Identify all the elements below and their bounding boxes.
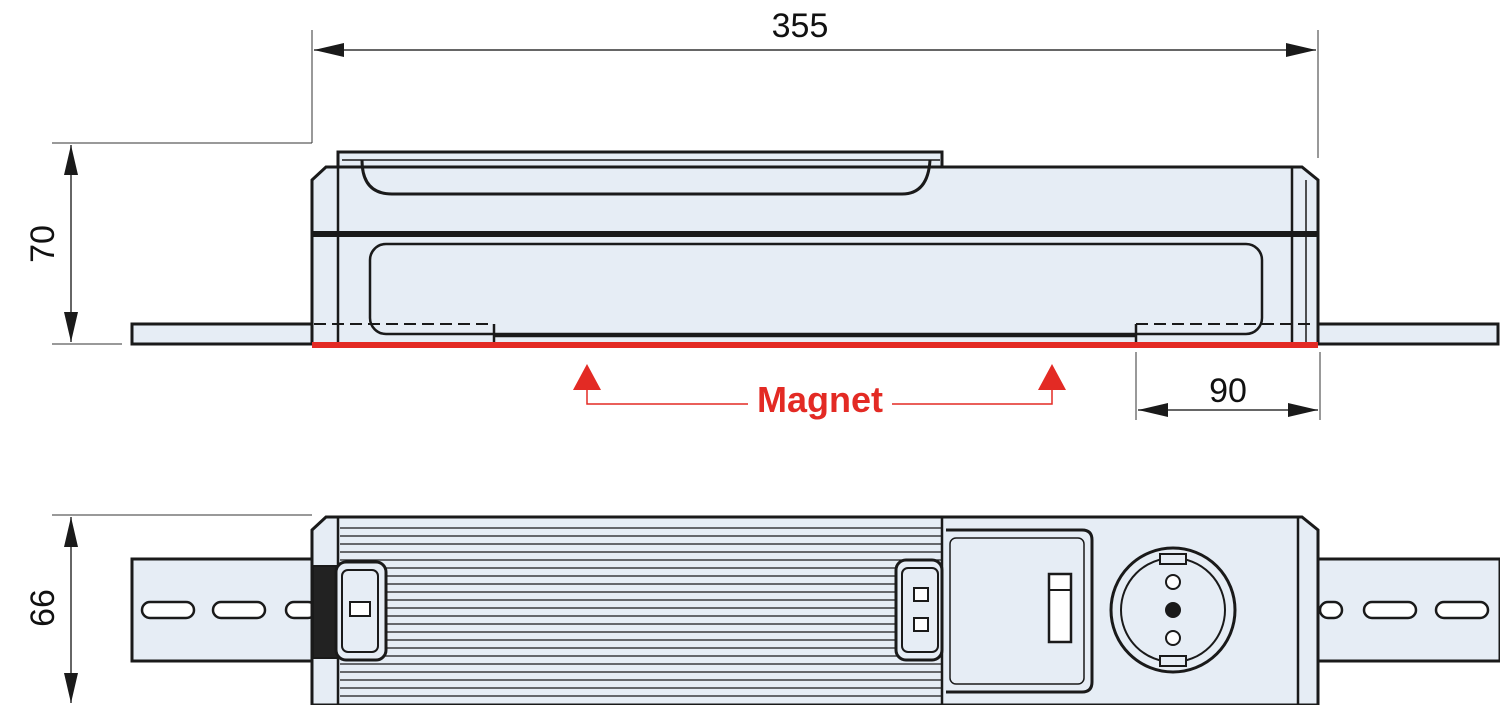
cooling-fins (340, 527, 942, 697)
terminal-right-square-bottom (913, 617, 929, 632)
switch-housing (946, 528, 1094, 694)
power-socket (1109, 546, 1237, 674)
socket-earth-clip-bottom (1159, 655, 1187, 667)
magnet-leader-right (892, 390, 1053, 405)
socket-center-screw (1165, 602, 1181, 618)
rail-slot (140, 600, 196, 620)
terminal-block-right (894, 558, 944, 662)
top-view (130, 515, 1500, 705)
socket-pin-hole (1165, 574, 1181, 590)
terminal-right-square-top (913, 587, 929, 602)
rail-slot (1434, 600, 1490, 620)
top-body (310, 515, 1320, 705)
dimension-height: 70 (24, 142, 312, 345)
dimension-magnet-offset: 90 (1135, 352, 1321, 420)
rail-slot (211, 600, 267, 620)
terminal-block-right-inner (901, 567, 939, 653)
rocker-switch (1047, 572, 1073, 644)
dimension-height-label: 70 (24, 225, 62, 263)
socket-earth-clip-top (1159, 553, 1187, 565)
terminal-left-square (349, 601, 371, 617)
dimension-length-label: 355 (772, 7, 829, 45)
dimension-width: 66 (24, 514, 312, 703)
rail-slot (1318, 600, 1344, 620)
dimension-length: 355 (311, 7, 1319, 158)
side-cover-recess (360, 159, 932, 196)
magnet-callout: Magnet (573, 364, 1066, 420)
magnet-label: Magnet (757, 379, 883, 420)
terminal-block-left-inner (341, 569, 379, 653)
side-inner-panel (368, 242, 1264, 336)
side-rail-right (1314, 322, 1500, 346)
magnet-arrow-left (573, 364, 601, 390)
dimension-offset-label: 90 (1209, 372, 1247, 410)
side-rail-left (130, 322, 316, 346)
switch-housing-inner (949, 537, 1085, 685)
rail-slot (1362, 600, 1418, 620)
magnet-arrow-right (1038, 364, 1066, 390)
side-view (130, 150, 1500, 348)
socket-pin-hole (1165, 630, 1181, 646)
magnet-leader-left (586, 390, 748, 405)
dimension-width-label: 66 (24, 589, 62, 627)
